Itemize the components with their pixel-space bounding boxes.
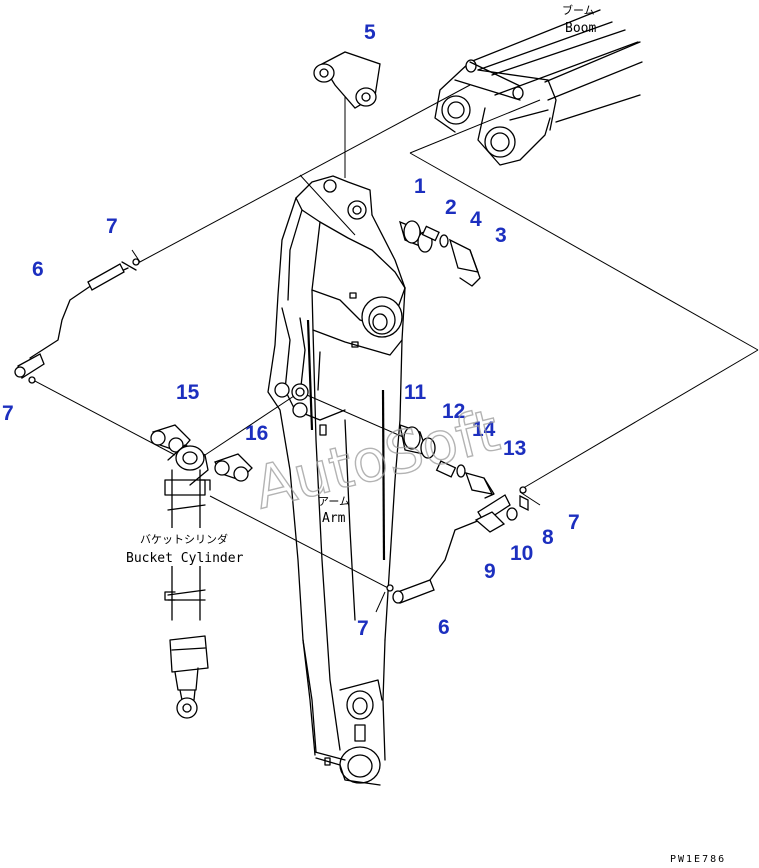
callout-14: 14: [472, 418, 496, 441]
boom-drawing: [434, 9, 643, 166]
watermark: AutoSoft: [248, 396, 506, 522]
callout-6-upper: 6: [32, 258, 44, 281]
pin-11: [399, 424, 436, 459]
washer-4: [439, 234, 449, 248]
callout-12: 12: [442, 400, 465, 423]
callout-1: 1: [414, 175, 426, 198]
fittings-7: [28, 258, 527, 592]
shim-15: [150, 424, 191, 453]
arm-label-jp: アーム: [318, 495, 350, 508]
callout-13: 13: [503, 437, 526, 460]
bolt-13: [464, 472, 495, 499]
pin-1: [399, 220, 433, 253]
shim-16: [214, 453, 253, 482]
callout-8: 8: [542, 526, 554, 549]
callout-9: 9: [484, 560, 496, 583]
bucket-cylinder-label-en: Bucket Cylinder: [126, 551, 244, 566]
arm-drawing: [267, 175, 406, 786]
grease-hose-lower-6: [392, 494, 511, 604]
callout-7-upper: 7: [106, 215, 118, 238]
washer-14: [456, 464, 466, 478]
drawing-code: PW1E786: [670, 854, 726, 865]
callout-5: 5: [364, 21, 376, 44]
arm-label: アーム Arm: [318, 495, 350, 526]
callout-3: 3: [495, 224, 507, 247]
callout-numbers: 5 1 2 4 3 7 6 7 15 16 11 12 14 13 7 8 10…: [2, 21, 580, 640]
washer-2: [421, 225, 440, 242]
grease-hose-upper-6: [14, 261, 137, 379]
callout-2: 2: [445, 196, 457, 219]
bucket-cylinder-label-jp: バケットシリンダ: [140, 532, 228, 546]
boom-label: ブーム Boom: [562, 3, 596, 36]
arm-label-en: Arm: [322, 511, 346, 526]
bolt-3: [448, 238, 481, 287]
callout-7-right: 7: [568, 511, 580, 534]
washer-12: [435, 460, 457, 478]
callout-4: 4: [470, 208, 482, 231]
leader-lines: [32, 84, 759, 613]
bucket-cylinder-drawing: [164, 444, 211, 719]
boom-label-en: Boom: [565, 21, 596, 36]
callout-11: 11: [404, 381, 427, 404]
callout-6-lower: 6: [438, 616, 450, 639]
clip-8: [519, 494, 529, 512]
bucket-cylinder-label: バケットシリンダ Bucket Cylinder: [122, 528, 258, 566]
washer-10: [506, 507, 518, 521]
callout-16: 16: [245, 422, 268, 445]
callout-7-left: 7: [2, 402, 14, 425]
bolt-9: [474, 511, 506, 533]
callout-7-lower: 7: [357, 617, 369, 640]
boom-label-jp: ブーム: [562, 3, 595, 17]
shim-5: [313, 51, 381, 109]
callout-15: 15: [176, 381, 200, 404]
callout-10: 10: [510, 542, 533, 565]
